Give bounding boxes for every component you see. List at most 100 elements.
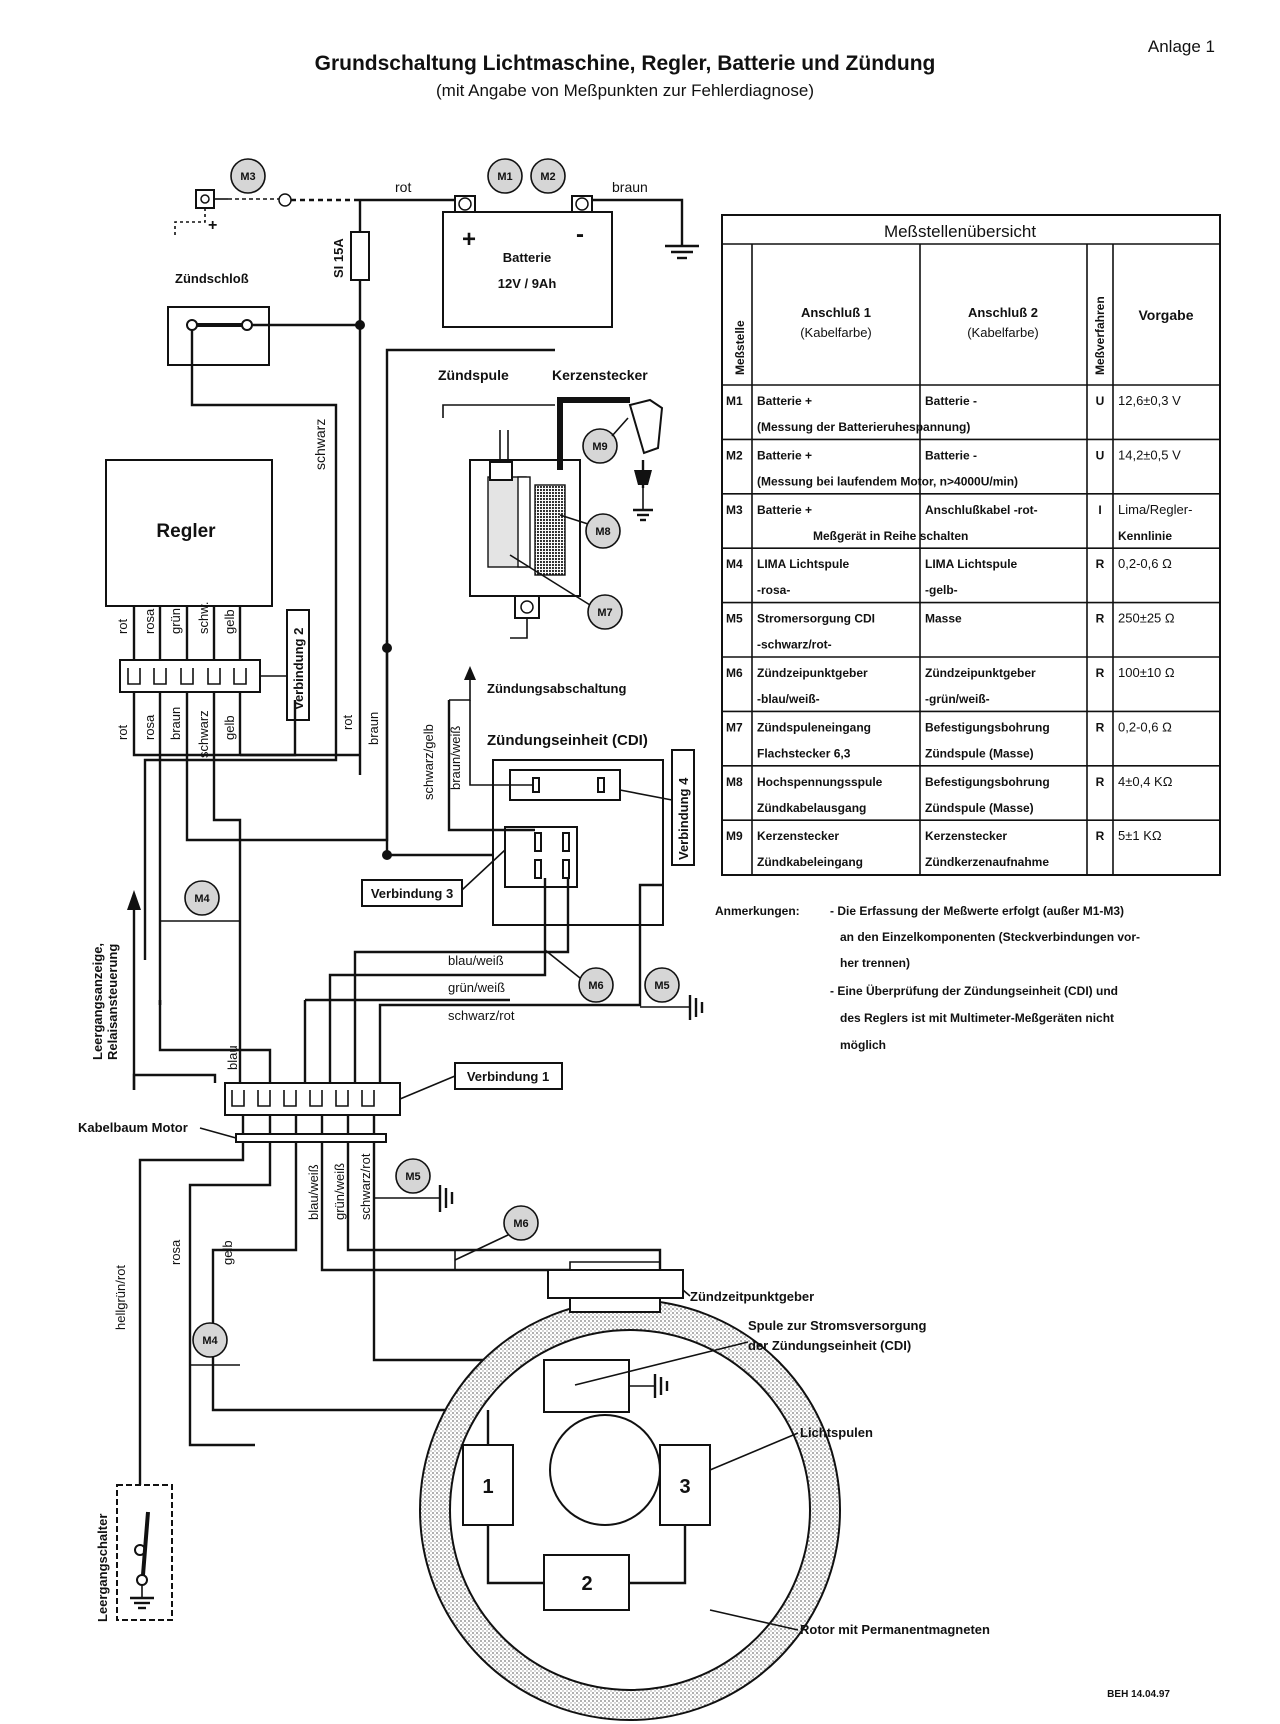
m6-upper bbox=[578, 967, 614, 1003]
wire-label-braun-weiss: braun/weiß bbox=[448, 726, 463, 790]
regulator-label: Regler bbox=[156, 521, 216, 542]
reg-wire-bot-3: schwarz bbox=[196, 710, 211, 758]
harness-label: Kabelbaum Motor bbox=[78, 1120, 188, 1135]
footer-stamp: BEH 14.04.97 bbox=[1107, 1689, 1170, 1700]
cdi-supply-coil bbox=[543, 1359, 630, 1413]
table-header-a1-sub: (Kabelfarbe) bbox=[800, 325, 872, 340]
wire-label-schwarz-rot-lower: schwarz/rot bbox=[358, 1153, 373, 1220]
note-1c: her trennen) bbox=[840, 956, 910, 970]
m9-label: M9 bbox=[592, 441, 607, 453]
m2-point bbox=[530, 158, 566, 194]
table-cell-a1: Stromersorgung CDI bbox=[757, 612, 875, 626]
note-2c: möglich bbox=[840, 1038, 886, 1052]
table-cell-verfahren: R bbox=[1096, 829, 1105, 843]
table-cell-a1: LIMA Lichtspule bbox=[757, 557, 850, 571]
table-cell-a2: Batterie - bbox=[925, 448, 977, 462]
table-cell-a1: Kerzenstecker bbox=[757, 829, 839, 843]
table-header-stelle: Meßstelle bbox=[733, 320, 747, 375]
table-cell-vorgabe: 14,2±0,5 V bbox=[1118, 447, 1181, 462]
table-cell-a1-sub: -blau/weiß- bbox=[757, 692, 820, 706]
note-1a: - Die Erfassung der Meßwerte erfolgt (au… bbox=[830, 904, 1124, 918]
table-cell-id: M2 bbox=[726, 448, 743, 462]
table-cell-a2: Masse bbox=[925, 612, 962, 626]
m9-point bbox=[582, 428, 618, 464]
table-cell-a2: Batterie - bbox=[925, 394, 977, 408]
neutral-display-label: Leergangsanzeige, bbox=[90, 943, 105, 1060]
ignition-lock-label: Zündschloß bbox=[175, 271, 249, 286]
m8-point bbox=[585, 513, 621, 549]
battery: + - Batterie 12V / 9Ah bbox=[442, 195, 613, 328]
harness-bar bbox=[235, 1133, 387, 1143]
table-cell-id: M8 bbox=[726, 775, 743, 789]
reg-wire-bot-4: gelb bbox=[222, 715, 237, 740]
wire-label-gruen-weiss-lower: grün/weiß bbox=[332, 1163, 347, 1220]
table-cell-id: M6 bbox=[726, 666, 743, 680]
neutral-switch-label: Leergangschalter bbox=[95, 1514, 110, 1622]
table-cell-vorgabe: 0,2-0,6 Ω bbox=[1118, 556, 1172, 571]
m3-top bbox=[230, 158, 266, 194]
table-cell-vorgabe: 5±1 KΩ bbox=[1118, 828, 1162, 843]
supply-coil-label-2: der Zündungseinheit (CDI) bbox=[748, 1338, 911, 1353]
table-cell-a1: Zündzeipunktgeber bbox=[757, 666, 868, 680]
reg-wire-top-1: rosa bbox=[142, 608, 157, 634]
battery-spec: 12V / 9Ah bbox=[498, 276, 557, 291]
fuse-label: SI 15A bbox=[331, 238, 346, 278]
regulator-wire-labels-top: rot rosa grün schw. gelb bbox=[115, 601, 237, 634]
m3-top-label: M3 bbox=[240, 171, 255, 183]
page-title: Grundschaltung Lichtmaschine, Regler, Ba… bbox=[315, 52, 936, 75]
table-cell-vorgabe: 12,6±0,3 V bbox=[1118, 393, 1181, 408]
wire-label-blau: blau bbox=[225, 1045, 240, 1070]
alternator-rotor: 1 2 3 bbox=[419, 1269, 841, 1721]
table-cell-id: M7 bbox=[726, 720, 743, 734]
table-cell-a1-sub: Flachstecker 6,3 bbox=[757, 746, 851, 760]
m4-upper-label: M4 bbox=[194, 893, 210, 905]
m7-point bbox=[587, 594, 623, 630]
table-cell-verfahren: U bbox=[1096, 448, 1105, 462]
battery-name: Batterie bbox=[503, 250, 551, 265]
reg-wire-top-4: gelb bbox=[222, 609, 237, 634]
m4-lower-label: M4 bbox=[202, 1335, 218, 1347]
table-header-verfahren: Meßverfahren bbox=[1093, 296, 1107, 375]
reg-wire-bot-2: braun bbox=[168, 707, 183, 740]
battery-plus: + bbox=[462, 226, 476, 253]
m7-label: M7 bbox=[597, 607, 612, 619]
table-cell-vorgabe: 250±25 Ω bbox=[1118, 611, 1175, 626]
wire-label-blau-weiss-upper: blau/weiß bbox=[448, 953, 504, 968]
m1-point bbox=[487, 158, 523, 194]
wire-label-rot-mid: rot bbox=[340, 714, 355, 730]
wire-label-blau-weiss-lower: blau/weiß bbox=[306, 1164, 321, 1220]
regulator bbox=[105, 459, 273, 607]
table-cell-a1: Zündspuleneingang bbox=[757, 720, 871, 734]
regulator-wire-labels-bottom: rot rosa braun schwarz gelb bbox=[115, 707, 237, 758]
table-cell-a2: Zündzeipunktgeber bbox=[925, 666, 1036, 680]
m6-lower bbox=[503, 1205, 539, 1241]
m2-label: M2 bbox=[540, 171, 555, 183]
light-coils-label: Lichtspulen bbox=[800, 1425, 873, 1440]
ignition-lock bbox=[167, 306, 270, 366]
table-cell-vorgabe-2: Kennlinie bbox=[1118, 529, 1172, 543]
m6-upper-label: M6 bbox=[588, 980, 603, 992]
trigger-label: Zündzeitpunktgeber bbox=[690, 1289, 814, 1304]
wire-label-schwarz: schwarz bbox=[312, 419, 328, 470]
table-cell-a1: Batterie + bbox=[757, 503, 812, 517]
m8-label: M8 bbox=[595, 526, 610, 538]
table-cell-a2-sub: -gelb- bbox=[925, 583, 958, 597]
cdi-label: Zündungseinheit (CDI) bbox=[487, 732, 648, 749]
measurement-table: Meßstellenübersicht Meßstelle Anschluß 1… bbox=[721, 214, 1221, 876]
relay-control-label: Relaisansteuerung bbox=[105, 944, 120, 1060]
table-cell-vorgabe: 0,2-0,6 Ω bbox=[1118, 719, 1172, 734]
wire-label-schwarz-rot-upper: schwarz/rot bbox=[448, 1008, 515, 1023]
reg-wire-top-3: schw. bbox=[196, 601, 211, 634]
table-cell-id: M3 bbox=[726, 503, 743, 517]
table-cell-verfahren: U bbox=[1096, 394, 1105, 408]
table-cell-a1-sub: -rosa- bbox=[757, 583, 790, 597]
wire-label-schwarz-gelb: schwarz/gelb bbox=[421, 724, 436, 800]
table-cell-a2-sub: Zündspule (Masse) bbox=[925, 746, 1034, 760]
reg-wire-bot-0: rot bbox=[115, 724, 130, 740]
plug-label: Kerzenstecker bbox=[552, 367, 648, 383]
table-header-vorgabe: Vorgabe bbox=[1139, 307, 1194, 323]
wire-label-braun-mid: braun bbox=[366, 712, 381, 745]
note-1b: an den Einzelkomponenten (Steckverbindun… bbox=[840, 930, 1140, 944]
table-cell-a1-sub: Zündkabelausgang bbox=[757, 801, 866, 815]
table-cell-a2-sub: Zündkerzenaufnahme bbox=[925, 855, 1049, 869]
